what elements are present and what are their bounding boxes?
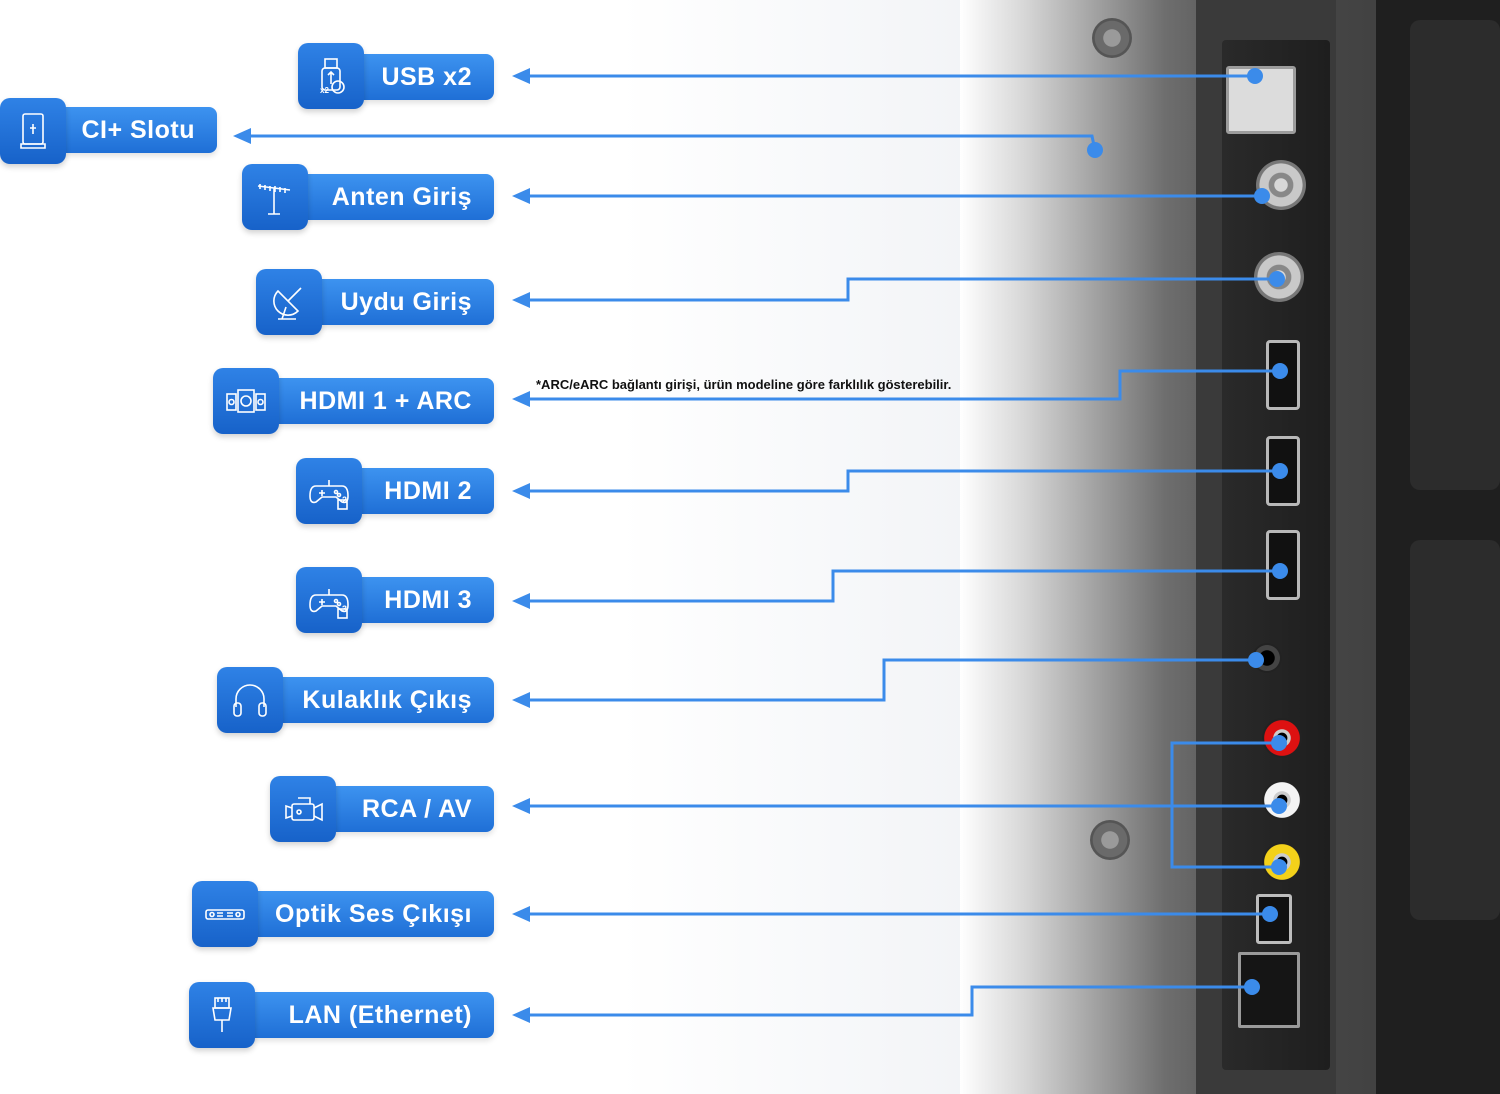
gamepad-3-icon: [296, 567, 362, 633]
satellite-label: Uydu Giriş: [292, 279, 494, 325]
tv-rib: [1410, 20, 1500, 490]
tv-screw: [1090, 820, 1130, 860]
satellite-label-text: Uydu Giriş: [340, 287, 472, 316]
lan-label-text: LAN (Ethernet): [288, 1000, 472, 1029]
hdmi3-label-text: HDMI 3: [384, 585, 472, 614]
background: [0, 0, 1000, 1094]
hdmi1-label-text: HDMI 1 + ARC: [299, 386, 472, 415]
rca-label-text: RCA / AV: [361, 794, 472, 823]
ci-label-text: CI+ Slotu: [81, 115, 195, 144]
soundbar-icon: [192, 881, 258, 947]
optical-label: Optik Ses Çıkışı: [222, 891, 494, 937]
video-camera-icon: [270, 776, 336, 842]
antenna-label: Anten Giriş: [276, 174, 494, 220]
lan-label: LAN (Ethernet): [222, 992, 494, 1038]
ethernet-cable-icon: [189, 982, 255, 1048]
ci-card-icon: [0, 98, 66, 164]
tv-screw: [1092, 18, 1132, 58]
hdmi2-label-text: HDMI 2: [384, 476, 472, 505]
hdmi3-icon-badge: 3: [342, 604, 348, 614]
optical-label-text: Optik Ses Çıkışı: [275, 899, 472, 928]
usb-label-text: USB x2: [381, 62, 472, 91]
gamepad-2-icon: [296, 458, 362, 524]
arc-footnote: *ARC/eARC bağlantı girişi, ürün modeline…: [536, 377, 952, 392]
satellite-dish-icon: [256, 269, 322, 335]
hdmi2-icon-badge: 2: [342, 495, 348, 505]
speaker-system-icon: [213, 368, 279, 434]
headphone-label-text: Kulaklık Çıkış: [302, 685, 472, 714]
usb-icon-badge: x2: [320, 86, 329, 95]
headphone-label: Kulaklık Çıkış: [250, 677, 494, 723]
headphones-icon: [217, 667, 283, 733]
tv-rib: [1410, 540, 1500, 920]
antenna-label-text: Anten Giriş: [331, 182, 472, 211]
usb-stick-icon: [298, 43, 364, 109]
hdmi1-label: HDMI 1 + ARC: [246, 378, 494, 424]
antenna-icon: [242, 164, 308, 230]
